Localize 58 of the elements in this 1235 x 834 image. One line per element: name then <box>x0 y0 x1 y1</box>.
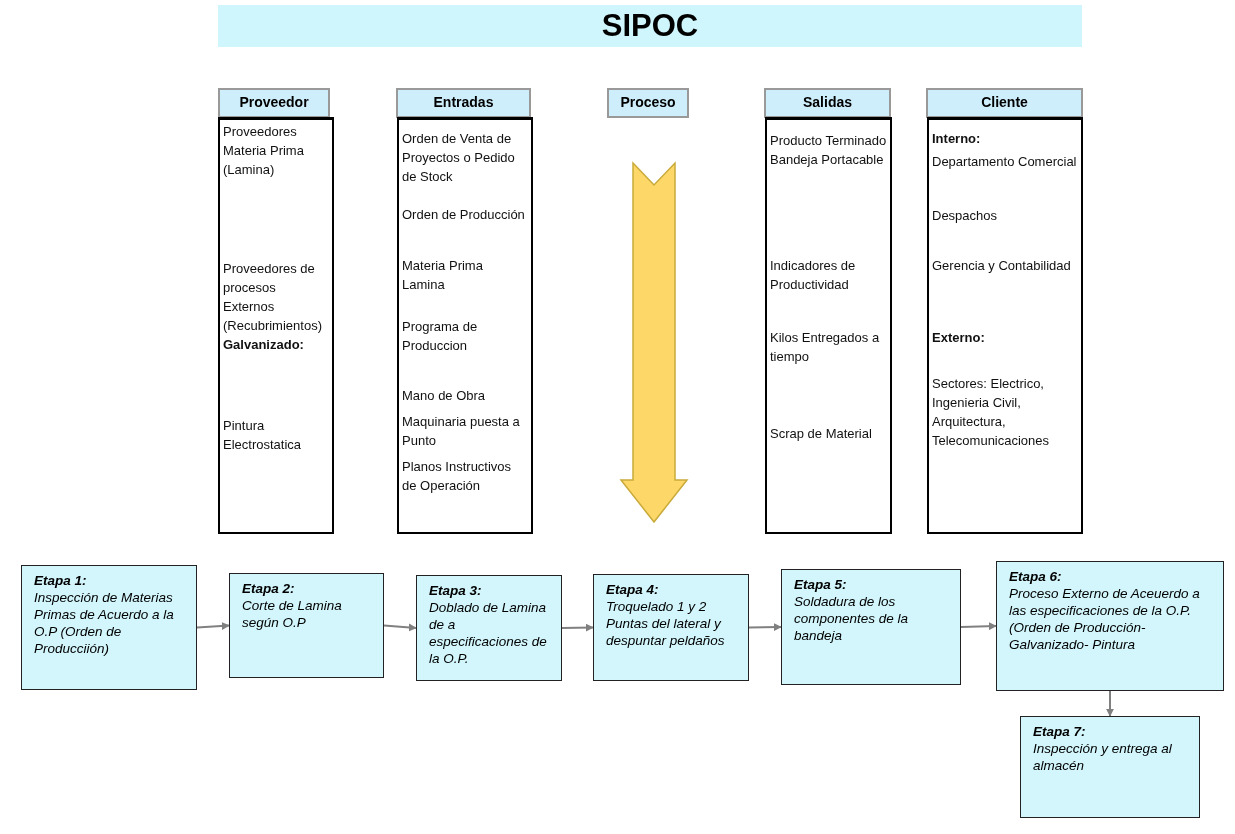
stage-description: Doblado de Lamina de a especificaciones de la O.P. <box>429 599 548 667</box>
stage-heading: Etapa 5: <box>794 576 848 593</box>
process-box <box>1020 716 1200 818</box>
process-box <box>21 565 197 690</box>
arrow <box>748 623 782 632</box>
list-item: Kilos Entregados a tiempo <box>770 329 881 366</box>
column-header: Proceso <box>607 88 689 118</box>
stage-description: Proceso Externo de Aceuerdo a las especificaciones de la O.P. (Orden de Producción- Galvanizado- Pintura <box>1009 585 1201 653</box>
process-box <box>996 561 1224 691</box>
arrow <box>196 621 230 630</box>
group-heading: Interno: <box>932 130 982 148</box>
column-box <box>927 117 1083 534</box>
group-heading: Externo: <box>932 329 986 347</box>
list-item: Orden de Venta de Proyectos o Pedido de Stock <box>402 130 516 186</box>
arrow <box>561 623 594 632</box>
stage-description: Inspección de Materias Primas de Acuerdo a la O.P (Orden de Producciión) <box>34 589 175 657</box>
process-box <box>416 575 562 681</box>
list-item: Materia Prima Lamina <box>402 257 484 294</box>
arrow <box>383 623 417 632</box>
group-heading: Galvanizado: <box>223 336 305 354</box>
column-box <box>397 117 533 534</box>
stage-heading: Etapa 2: <box>242 580 296 597</box>
list-item: Proveedores de procesos Externos (Recubrimientos) <box>223 260 323 335</box>
stage-heading: Etapa 4: <box>606 581 660 598</box>
stage-heading: Etapa 7: <box>1033 723 1087 740</box>
list-item: Producto Terminado Bandeja Portacable <box>770 132 888 169</box>
column-header: Entradas <box>396 88 531 118</box>
list-item: Scrap de Material <box>770 425 873 443</box>
list-item: Departamento Comercial <box>932 153 1078 171</box>
list-item: Mano de Obra <box>402 387 487 405</box>
stage-heading: Etapa 1: <box>34 572 88 589</box>
list-item: Despachos <box>932 207 999 225</box>
list-item: Sectores: Electrico, Ingenieria Civil, Arquitectura, Telecomunicaciones <box>932 375 1051 450</box>
stage-heading: Etapa 3: <box>429 582 483 599</box>
stage-description: Corte de Lamina según O.P <box>242 597 343 631</box>
process-box <box>229 573 384 678</box>
arrow <box>960 622 997 631</box>
title-banner: SIPOC <box>218 5 1082 47</box>
stage-heading: Etapa 6: <box>1009 568 1063 585</box>
process-box <box>593 574 749 681</box>
column-header: Cliente <box>926 88 1083 118</box>
list-item: Maquinaria puesta a Punto <box>402 413 521 450</box>
list-item: Orden de Producción <box>402 206 526 224</box>
list-item: Pintura Electrostatica <box>223 417 303 454</box>
list-item: Proveedores Materia Prima (Lamina) <box>223 123 305 179</box>
list-item: Indicadores de Productividad <box>770 257 857 294</box>
stage-description: Troquelado 1 y 2 Puntas del lateral y despuntar peldaños <box>606 598 726 649</box>
list-item: Planos Instructivos de Operación <box>402 458 513 495</box>
arrow <box>1106 690 1114 717</box>
list-item: Gerencia y Contabilidad <box>932 257 1072 275</box>
process-box <box>781 569 961 685</box>
column-box <box>218 117 334 534</box>
column-box <box>765 117 892 534</box>
stage-description: Inspección y entrega al almacén <box>1033 740 1173 774</box>
list-item: Programa de Produccion <box>402 318 479 355</box>
column-header: Salidas <box>764 88 891 118</box>
column-header: Proveedor <box>218 88 330 118</box>
stage-description: Soldadura de los componentes de la bandeja <box>794 593 910 644</box>
